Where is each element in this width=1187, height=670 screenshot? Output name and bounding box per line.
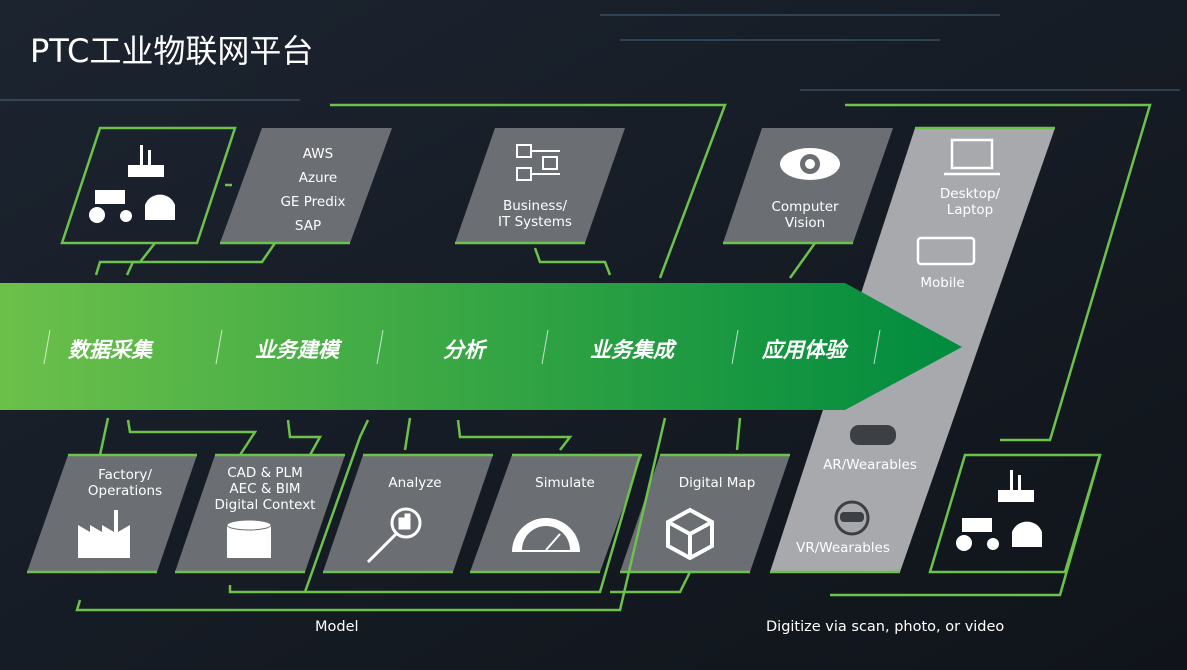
cube-icon — [666, 507, 714, 561]
cloud-list: AWS Azure GE Predix SAP — [280, 142, 356, 238]
machines-icon — [89, 145, 175, 223]
ar-headset-icon — [850, 425, 896, 445]
analyze-magnifier-icon — [366, 507, 422, 564]
process-arrow-band — [0, 283, 962, 410]
cloud-sap: SAP — [294, 218, 322, 234]
cloud-azure: Azure — [298, 170, 338, 186]
business-box — [455, 128, 625, 243]
cloud-ge-predix: GE Predix — [280, 194, 346, 210]
digital-map-box — [620, 455, 790, 572]
tablet-icon — [916, 236, 976, 266]
vision-label: Computer Vision — [771, 199, 839, 231]
stage-analysis: 分析 — [443, 338, 485, 362]
page-title: PTC工业物联网平台 — [30, 32, 314, 70]
cad-box — [175, 455, 345, 572]
vr-headset-icon — [834, 500, 870, 536]
factory-icon — [78, 510, 130, 558]
model-caption: Model — [315, 619, 359, 635]
business-label: Business/ IT Systems — [498, 198, 572, 230]
stage-data-collection: 数据采集 — [68, 338, 152, 362]
vision-box — [723, 128, 893, 243]
simulate-box — [470, 455, 642, 572]
database-icon — [226, 519, 272, 558]
vr-label: VR/Wearables — [796, 540, 890, 556]
eye-icon — [780, 148, 840, 180]
flowchart-icon — [516, 144, 560, 181]
desktop-label: Desktop/ Laptop — [939, 186, 1001, 218]
factory-box — [27, 455, 197, 572]
machines-icon-output — [956, 470, 1042, 551]
stage-business-integration: 业务集成 — [590, 338, 674, 362]
mobile-label: Mobile — [920, 275, 965, 291]
ar-label: AR/Wearables — [823, 457, 917, 473]
laptop-icon — [944, 138, 1000, 176]
factory-label: Factory/ Operations — [87, 467, 163, 499]
gauge-icon — [512, 518, 580, 552]
stage-business-modeling: 业务建模 — [255, 338, 339, 362]
output-icons-box — [928, 453, 1102, 574]
digitize-caption: Digitize via scan, photo, or video — [766, 619, 1005, 635]
cloud-box — [220, 128, 392, 243]
cad-label: CAD & PLM AEC & BIM Digital Context — [214, 465, 316, 513]
stage-application-experience: 应用体验 — [762, 338, 846, 362]
source-icons-box — [60, 126, 237, 245]
simulate-label: Simulate — [535, 475, 595, 491]
digital-map-label: Digital Map — [678, 475, 756, 491]
cloud-aws: AWS — [302, 146, 334, 162]
analyze-label: Analyze — [388, 475, 442, 491]
